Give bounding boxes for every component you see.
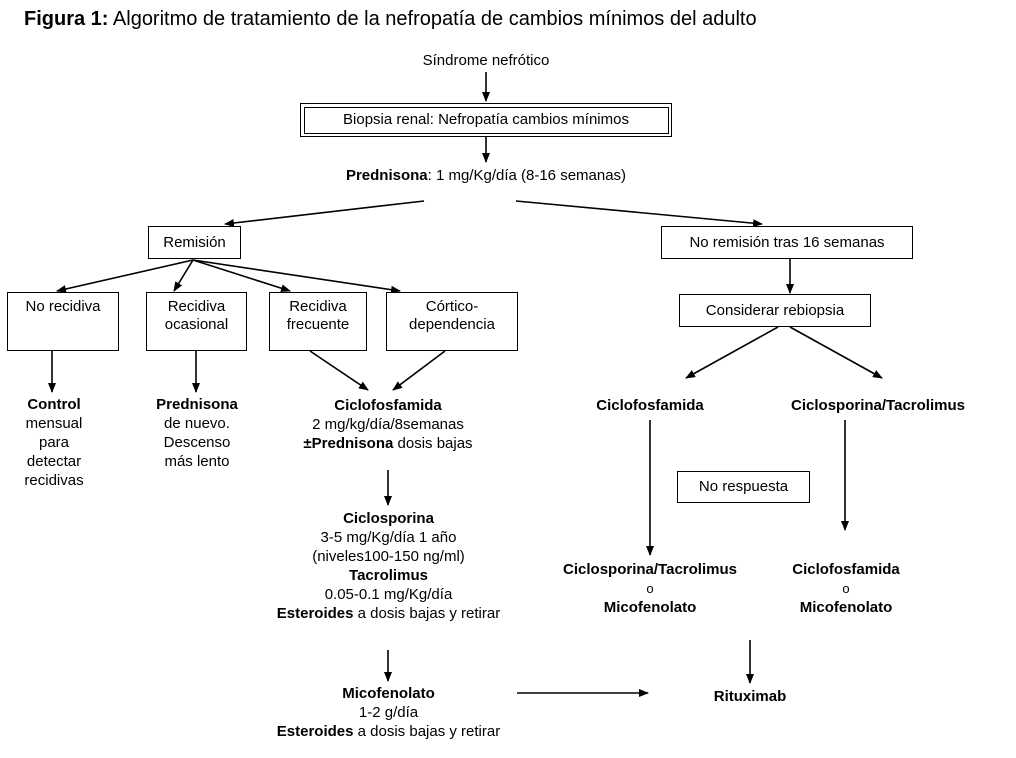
leaf-ciclosporina-o-micofenolato: Ciclosporina/Tacrolimus o Micofenolato [533, 560, 767, 617]
leaf-ciclosporina-o-micofenolato-line2: o [646, 581, 654, 596]
leaf-ciclofosfamida-right: Ciclofosfamida [596, 397, 704, 414]
leaf-control-mensual-line4: detectar [26, 453, 82, 470]
leaf-rituximab: Rituximab [713, 688, 787, 705]
leaf-prednisona-de-nuevo-line1: Prednisona [156, 396, 238, 413]
node-considerar-rebiopsia-label: Considerar rebiopsia [705, 301, 845, 319]
page-title: Figura 1: Algoritmo de tratamiento de la… [24, 6, 1004, 32]
leaf-ciclosporina-central-line6-rest: a dosis bajas y retirar [353, 605, 501, 622]
leaf-micofenolato-central-line3: Esteroides a dosis bajas y retirar [250, 722, 527, 741]
node-recidiva-ocasional-lines: Recidiva ocasional [165, 298, 228, 334]
node-no-recidiva-label: No recidiva [25, 298, 101, 315]
leaf-prednisona-de-nuevo: Prednisona de nuevo. Descenso más lento [134, 395, 260, 471]
leaf-ciclosporina-central: Ciclosporina 3-5 mg/Kg/día 1 año (nivele… [250, 509, 527, 623]
node-no-respuesta[interactable]: No respuesta [677, 471, 810, 503]
leaf-ciclofosfamida-o-micofenolato-line3: Micofenolato [799, 599, 893, 616]
leaf-control-mensual: Control mensual para detectar recidivas [0, 395, 108, 490]
leaf-ciclofosfamida-central-line1: Ciclofosfamida [334, 397, 442, 414]
leaf-ciclofosfamida-central-line2: 2 mg/kg/día/8semanas [312, 416, 464, 433]
leaf-control-mensual-line5: recidivas [24, 472, 84, 489]
arrow-remision-to-recidiva-frecuente [192, 259, 291, 293]
arrow-rebiopsia-to-ciclofosfamida [685, 326, 779, 379]
leaf-ciclosporina-central-line1: Ciclosporina [343, 510, 434, 527]
figure-label: Figura 1: [24, 8, 109, 30]
arrow-remision-to-recidiva-ocasional [173, 259, 194, 292]
leaf-ciclosporina-central-line6-bold: Esteroides [276, 605, 354, 622]
leaf-prednisona-de-nuevo-line4: más lento [164, 453, 230, 470]
leaf-prednisona-de-nuevo-line2: de nuevo. [164, 415, 230, 432]
leaf-ciclofosfamida-central-line3-rest: dosis bajas [393, 435, 473, 452]
leaf-ciclosporina-central-line6: Esteroides a dosis bajas y retirar [250, 604, 527, 623]
leaf-ciclofosfamida-o-micofenolato-line2: o [842, 581, 850, 596]
arrow-remision-to-norecidiva [56, 259, 194, 293]
node-recidiva-ocasional-line2: ocasional [164, 316, 229, 333]
arrow-remision-to-cortico [192, 259, 401, 294]
leaf-prednisona-de-nuevo-line3: Descenso [163, 434, 231, 451]
leaf-control-mensual-line3: para [38, 434, 70, 451]
leaf-ciclosporina-central-line4: Tacrolimus [349, 567, 428, 584]
node-recidiva-frecuente[interactable]: Recidiva frecuente [269, 292, 367, 351]
arrow-frecuente-to-ciclofosfamida [309, 350, 369, 391]
node-biopsia-renal-inner: Biopsia renal: Nefropatía cambios mínimo… [303, 106, 669, 134]
arrow-cortico-to-ciclofosfamida [392, 350, 446, 391]
leaf-control-mensual-line1: Control [27, 396, 81, 413]
leaf-ciclosporina-central-line3: (niveles100-150 ng/ml) [312, 548, 465, 565]
node-remision[interactable]: Remisión [148, 226, 241, 259]
node-cortico-dependencia-lines: Córtico- dependencia [409, 298, 495, 334]
node-remision-label: Remisión [163, 233, 226, 251]
leaf-ciclofosfamida-o-micofenolato: Ciclofosfamida o Micofenolato [762, 560, 930, 617]
node-no-respuesta-label: No respuesta [698, 478, 789, 495]
node-recidiva-ocasional-line1: Recidiva [167, 298, 226, 315]
node-cortico-dependencia-line1: Córtico- [425, 298, 479, 315]
leaf-ciclosporina-tacrolimus-right: Ciclosporina/Tacrolimus [791, 397, 965, 414]
arrow-prednisona-to-remision [224, 200, 425, 227]
leaf-micofenolato-central-line1: Micofenolato [342, 685, 435, 702]
figure-title-text: Algoritmo de tratamiento de la nefropatí… [108, 8, 757, 30]
leaf-ciclosporina-o-micofenolato-line3: Micofenolato [603, 599, 697, 616]
leaf-ciclosporina-central-line5: 0.05-0.1 mg/Kg/día [324, 586, 453, 603]
leaf-ciclofosfamida-central-line3: ±Prednisona dosis bajas [268, 434, 508, 453]
node-prednisona-inicial-bold: Prednisona [345, 167, 428, 184]
leaf-ciclofosfamida-central: Ciclofosfamida 2 mg/kg/día/8semanas ±Pre… [268, 396, 508, 453]
leaf-ciclosporina-central-line2: 3-5 mg/Kg/día 1 año [320, 529, 457, 546]
leaf-ciclofosfamida-central-line3-bold: ±Prednisona [303, 435, 394, 452]
node-biopsia-renal[interactable]: Biopsia renal: Nefropatía cambios mínimo… [300, 103, 672, 137]
node-no-remision[interactable]: No remisión tras 16 semanas [661, 226, 913, 259]
leaf-micofenolato-central-line3-bold: Esteroides [276, 723, 354, 740]
node-prednisona-inicial: Prednisona: 1 mg/Kg/día (8-16 semanas) [286, 166, 686, 185]
node-no-remision-label: No remisión tras 16 semanas [689, 233, 885, 251]
node-biopsia-renal-label: Biopsia renal: Nefropatía cambios mínimo… [343, 111, 629, 128]
node-recidiva-frecuente-lines: Recidiva frecuente [287, 298, 350, 334]
arrow-rebiopsia-to-ciclosporina [789, 326, 883, 379]
leaf-micofenolato-central-line3-rest: a dosis bajas y retirar [353, 723, 501, 740]
leaf-micofenolato-central: Micofenolato 1-2 g/día Esteroides a dosi… [250, 684, 527, 741]
node-sindrome-nefrotico: Síndrome nefrótico [422, 52, 550, 69]
node-recidiva-frecuente-line2: frecuente [286, 316, 350, 333]
leaf-micofenolato-central-line2: 1-2 g/día [358, 704, 419, 721]
arrow-prednisona-to-noremision [515, 200, 763, 228]
node-no-recidiva[interactable]: No recidiva [7, 292, 119, 351]
node-recidiva-frecuente-line1: Recidiva [289, 298, 347, 315]
node-prednisona-inicial-rest: : 1 mg/Kg/día (8-16 semanas) [427, 167, 627, 184]
leaf-ciclosporina-o-micofenolato-line1: Ciclosporina/Tacrolimus [563, 561, 737, 578]
node-cortico-dependencia-line2: dependencia [409, 316, 495, 333]
leaf-ciclofosfamida-o-micofenolato-line1: Ciclofosfamida [792, 561, 900, 578]
node-recidiva-ocasional[interactable]: Recidiva ocasional [146, 292, 247, 351]
node-cortico-dependencia[interactable]: Córtico- dependencia [386, 292, 518, 351]
leaf-control-mensual-line2: mensual [25, 415, 83, 432]
node-considerar-rebiopsia[interactable]: Considerar rebiopsia [679, 294, 871, 327]
